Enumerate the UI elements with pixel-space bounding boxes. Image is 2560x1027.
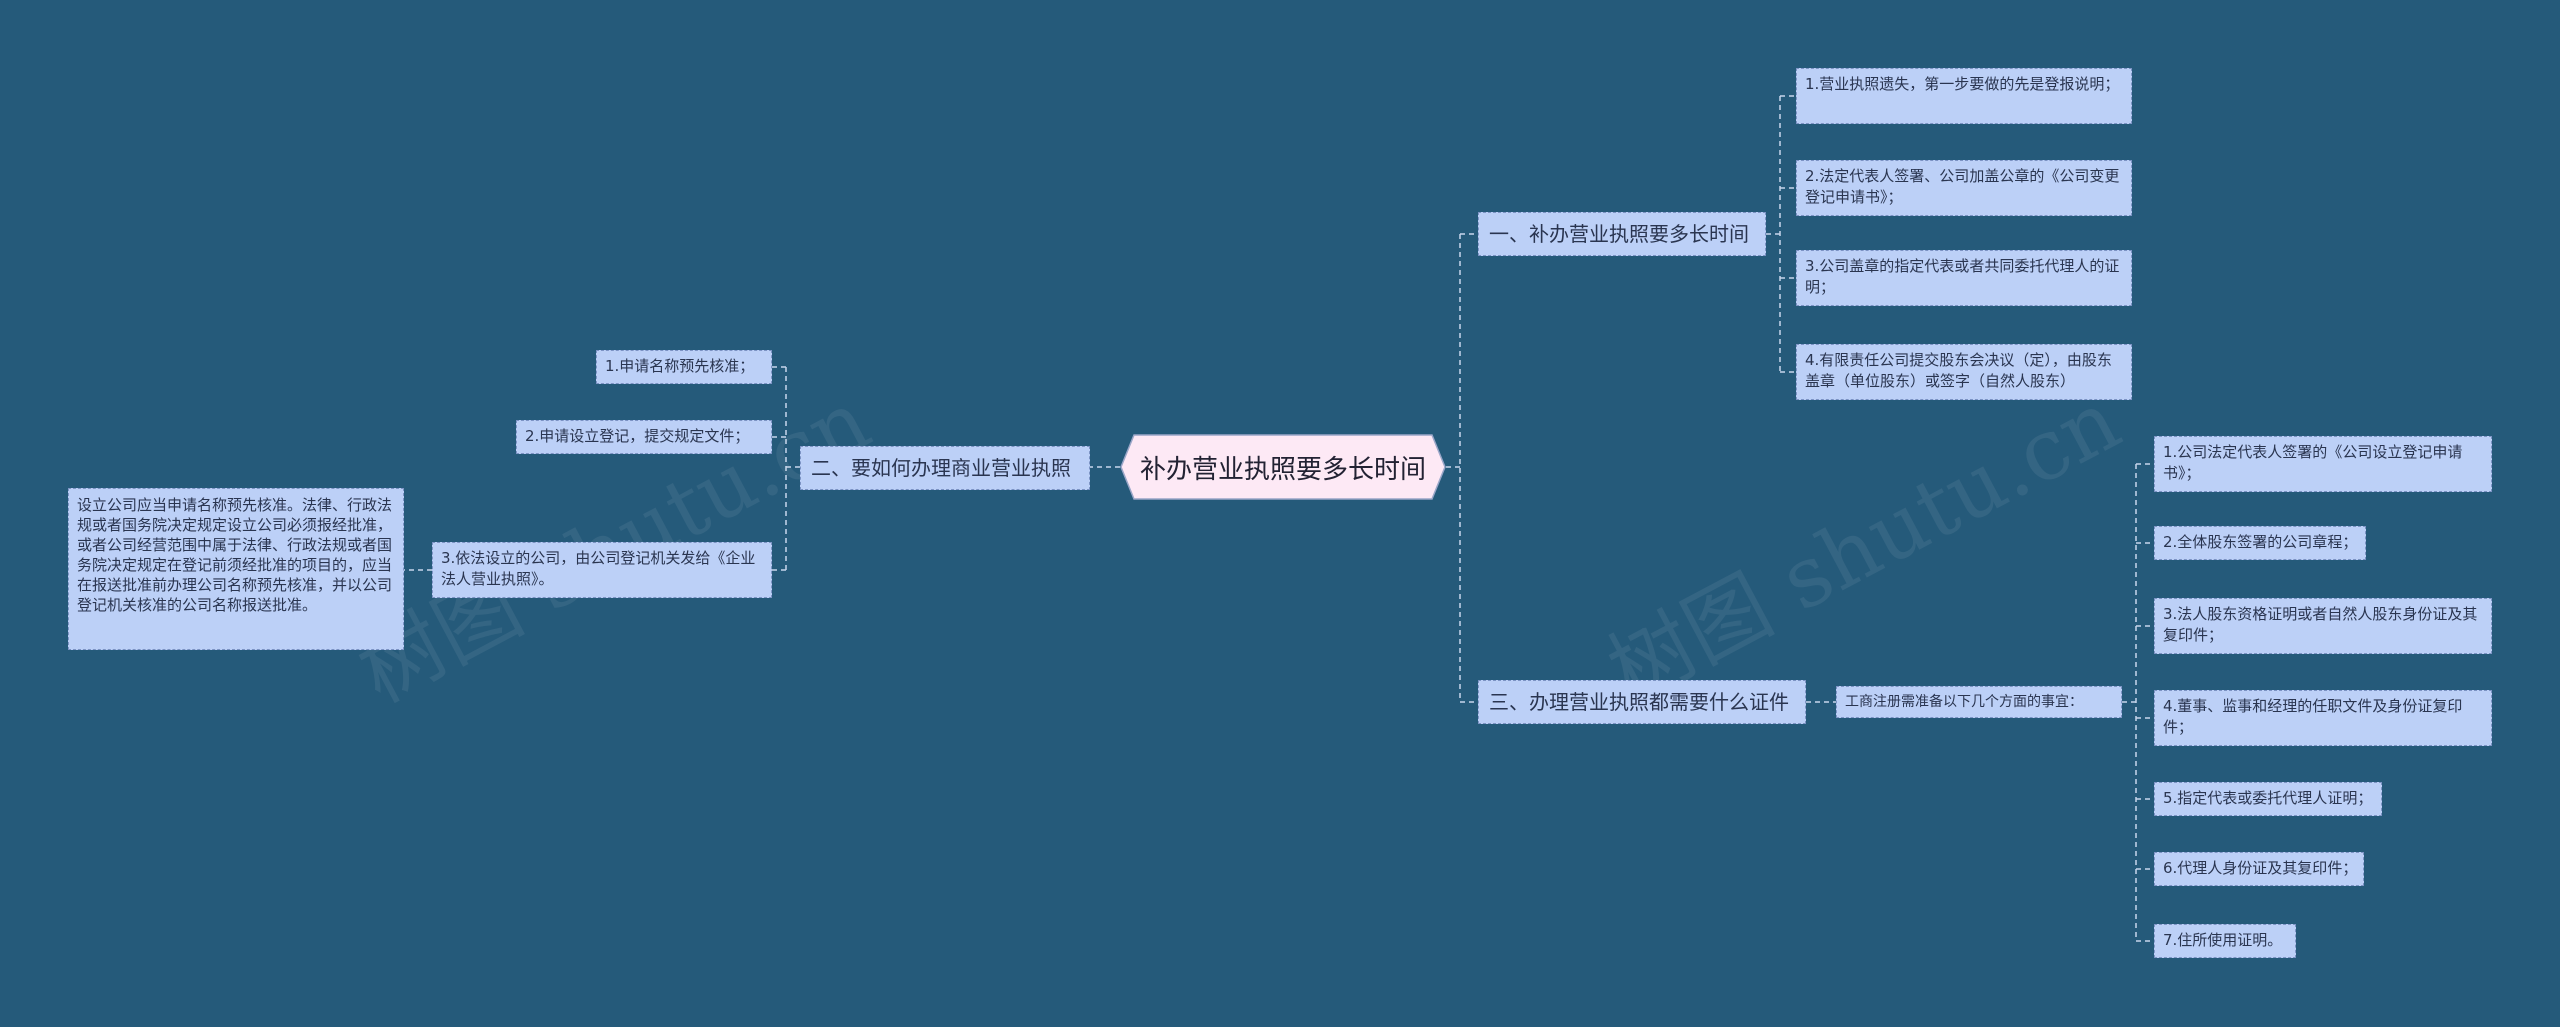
branch-3-subtopic[interactable]: 工商注册需准备以下几个方面的事宜： <box>1836 686 2122 718</box>
branch-2-item-3[interactable]: 3.依法设立的公司，由公司登记机关发给《企业法人营业执照》。 <box>432 542 772 598</box>
root-shape <box>1120 434 1446 500</box>
branch-3-item-7[interactable]: 7.住所使用证明。 <box>2154 924 2296 958</box>
branch-3-item-3[interactable]: 3.法人股东资格证明或者自然人股东身份证及其复印件； <box>2154 598 2492 654</box>
branch-3-item-1[interactable]: 1.公司法定代表人签署的《公司设立登记申请书》； <box>2154 436 2492 492</box>
branch-2-item-1[interactable]: 1.申请名称预先核准； <box>596 350 772 384</box>
branch-3-item-6[interactable]: 6.代理人身份证及其复印件； <box>2154 852 2364 886</box>
root-topic[interactable]: 补办营业执照要多长时间 <box>1120 434 1446 500</box>
branch-3-topic[interactable]: 三、办理营业执照都需要什么证件 <box>1478 680 1806 724</box>
branch-2-item-2[interactable]: 2.申请设立登记，提交规定文件； <box>516 420 772 454</box>
branch-1-item-3[interactable]: 3.公司盖章的指定代表或者共同委托代理人的证明； <box>1796 250 2132 306</box>
branch-3-item-2[interactable]: 2.全体股东签署的公司章程； <box>2154 526 2366 560</box>
branch-1-topic[interactable]: 一、补办营业执照要多长时间 <box>1478 212 1766 256</box>
branch-1-item-2[interactable]: 2.法定代表人签署、公司加盖公章的《公司变更登记申请书》； <box>1796 160 2132 216</box>
branch-3-item-5[interactable]: 5.指定代表或委托代理人证明； <box>2154 782 2382 816</box>
branch-2-topic[interactable]: 二、要如何办理商业营业执照 <box>800 446 1090 490</box>
branch-1-item-1[interactable]: 1.营业执照遗失，第一步要做的先是登报说明； <box>1796 68 2132 124</box>
root-label: 补办营业执照要多长时间 <box>1139 454 1426 485</box>
branch-2-note[interactable]: 设立公司应当申请名称预先核准。法律、行政法规或者国务院决定规定设立公司必须报经批… <box>68 488 404 650</box>
branch-1-item-4[interactable]: 4.有限责任公司提交股东会决议（定），由股东盖章（单位股东）或签字（自然人股东） <box>1796 344 2132 400</box>
branch-3-item-4[interactable]: 4.董事、监事和经理的任职文件及身份证复印件； <box>2154 690 2492 746</box>
